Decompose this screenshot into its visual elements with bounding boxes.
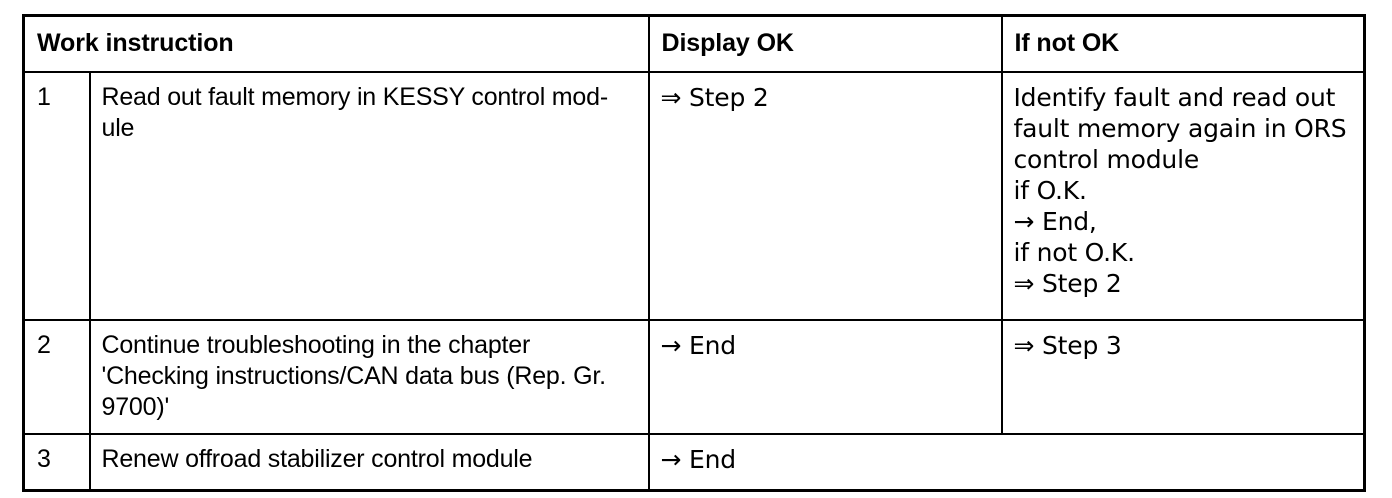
if-not-ok-cell: ⇒ Step 3 (1000, 319, 1365, 435)
work-instruction-cell: Read out fault memory in KESSY control m… (88, 71, 650, 321)
column-header-display-ok-label: Display OK (661, 29, 794, 57)
table-header-row: Work instruction Display OK If not OK (23, 15, 1365, 73)
column-header-if-not-ok: If not OK (1001, 15, 1365, 73)
step-number-cell: 2 (23, 319, 91, 435)
if-not-ok-text: ⇒ Step 3 (1013, 331, 1122, 360)
display-ok-cell: → End (647, 433, 1365, 491)
work-instruction-cell: Renew offroad stabilizer control module (88, 433, 650, 491)
work-instruction-cell: Continue troubleshooting in the chapter … (88, 319, 650, 435)
table-row: 3 Renew offroad stabilizer control modul… (23, 433, 1365, 491)
step-number-cell: 3 (23, 433, 91, 491)
if-not-ok-cell: Identify fault and read out fault memory… (1000, 71, 1365, 321)
display-ok-text: → End (660, 331, 737, 360)
if-not-ok-text: Identify fault and read out fault memory… (1013, 83, 1347, 298)
work-instruction-text: Renew offroad stabilizer control module (101, 445, 533, 473)
display-ok-cell: → End (647, 319, 1003, 435)
step-number: 2 (37, 331, 51, 359)
column-header-work-instruction: Work instruction (23, 15, 650, 73)
step-number-cell: 1 (23, 71, 91, 321)
display-ok-cell: ⇒ Step 2 (647, 71, 1003, 321)
work-instruction-text: Read out fault memory in KESSY control m… (101, 83, 609, 142)
step-number: 3 (37, 445, 51, 473)
column-header-work-instruction-label: Work instruction (37, 29, 234, 57)
column-header-if-not-ok-label: If not OK (1014, 29, 1120, 57)
work-instruction-text: Continue troubleshooting in the chapter … (101, 331, 607, 421)
column-header-display-ok: Display OK (648, 15, 1003, 73)
table-row: 1 Read out fault memory in KESSY control… (23, 71, 1365, 321)
step-number: 1 (37, 83, 51, 111)
display-ok-text: → End (660, 445, 737, 474)
display-ok-text: ⇒ Step 2 (660, 83, 769, 112)
table-row: 2 Continue troubleshooting in the chapte… (23, 319, 1365, 435)
work-instruction-table: Work instruction Display OK If not OK 1 … (22, 14, 1366, 492)
